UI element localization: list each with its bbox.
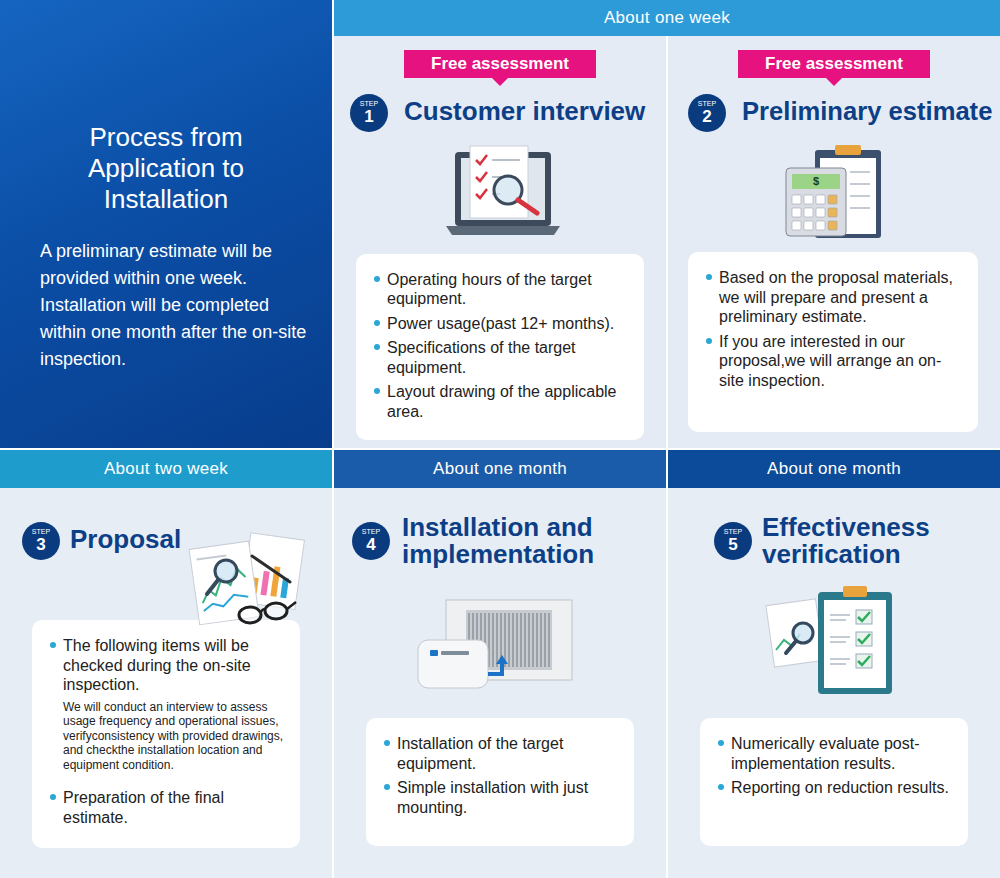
duration-band: About two week [0, 450, 332, 488]
bullet-item: Preparation of the final estimate. [50, 788, 286, 827]
badge-label: Free assessment [765, 54, 903, 74]
duration-label: About one week [604, 8, 730, 28]
intro-panel: Process from Application to Installation… [0, 0, 332, 448]
step-number: 3 [36, 536, 45, 554]
bullet-item: If you are interested in our proposal,we… [706, 332, 964, 391]
step-heading: Customer interview [404, 98, 659, 125]
step-number: 5 [728, 536, 737, 554]
step-circle: STEP2 [688, 94, 726, 132]
proposal-illustration [189, 533, 304, 625]
currency-sign: $ [792, 175, 840, 187]
step-number: 1 [364, 108, 373, 126]
panel-body: A preliminary estimate will be provided … [40, 238, 308, 373]
step-word: STEP [724, 528, 742, 536]
duration-band: About one month [668, 450, 1000, 488]
bullet-item: Specifications of the target equipment. [374, 338, 630, 377]
detail-card: Installation of the target equipment. Sim… [366, 718, 634, 846]
step-circle: STEP5 [714, 522, 752, 560]
free-badge: Free assessment [738, 50, 930, 78]
bullet-item: Based on the proposal materials, we will… [706, 268, 964, 327]
step-heading: Preliminary estimate [742, 98, 992, 125]
detail-card: Based on the proposal materials, we will… [688, 252, 978, 432]
panel-title: Process from Application to Installation [56, 122, 276, 215]
step-word: STEP [362, 528, 380, 536]
step-number: 4 [366, 536, 375, 554]
step-number: 2 [702, 108, 711, 126]
detail-card: The following items will be checked duri… [32, 620, 300, 848]
step-word: STEP [32, 528, 50, 536]
step-heading: Effectiveness verification [762, 514, 967, 568]
detail-card: Numerically evaluate post-implementation… [700, 718, 968, 846]
step-heading: Proposal [70, 526, 200, 553]
step-circle: STEP4 [352, 522, 390, 560]
free-badge: Free assessment [404, 50, 596, 78]
duration-band: About one month [334, 450, 666, 488]
duration-label: About two week [104, 459, 228, 479]
step-word: STEP [698, 100, 716, 108]
duration-band: About one week [334, 0, 1000, 36]
step-circle: STEP1 [350, 94, 388, 132]
step-panel: Customer interview Free assessmentSTEP1Op… [334, 36, 666, 448]
step-panel: Installation and implementation STEP4Inst… [334, 488, 666, 878]
step-circle: STEP3 [22, 522, 60, 560]
step-panel: Effectiveness verification STEP5Numerical… [668, 488, 1000, 878]
equipment-illustration [418, 600, 572, 688]
bullet-item: Operating hours of the target equipment. [374, 270, 630, 309]
bullet-item: Numerically evaluate post-implementation… [718, 734, 954, 773]
duration-label: About one month [433, 459, 567, 479]
note-text: We will conduct an interview to assess u… [50, 700, 286, 773]
laptop-illustration [446, 146, 560, 235]
step-word: STEP [360, 100, 378, 108]
bullet-item: Reporting on reduction results. [718, 778, 954, 798]
badge-label: Free assessment [431, 54, 569, 74]
bullet-item: Power usage(past 12+ months). [374, 314, 630, 334]
bullet-item: Simple installation with just mounting. [384, 778, 620, 817]
step-panel: Proposal STEP3The following items will be… [0, 488, 332, 878]
calculator-illustration [786, 145, 881, 238]
bullet-item: The following items will be checked duri… [50, 636, 286, 695]
step-heading: Installation and implementation [402, 514, 617, 568]
verification-illustration [766, 586, 892, 694]
step-panel: Preliminary estimate Free assessmentSTEP2… [668, 36, 1000, 448]
detail-card: Operating hours of the target equipment.… [356, 254, 644, 441]
bullet-item: Installation of the target equipment. [384, 734, 620, 773]
duration-label: About one month [767, 459, 901, 479]
bullet-item: Layout drawing of the applicable area. [374, 382, 630, 421]
